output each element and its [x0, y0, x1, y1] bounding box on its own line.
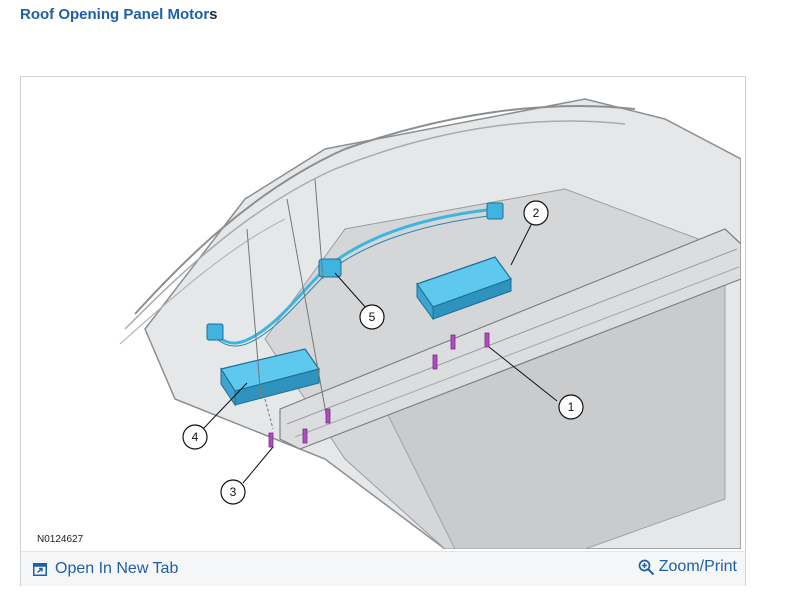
open-in-new-tab-icon [33, 562, 47, 576]
callout-5-label: 5 [369, 310, 376, 324]
page-title-tail: s [209, 6, 218, 23]
zoom-in-icon [638, 559, 654, 575]
page-title: Roof Opening Panel Motors [20, 6, 218, 23]
roof-opening-panel-illustration[interactable]: 1 2 3 4 5 N0124627 [25, 79, 741, 549]
page-title-main: Roof Opening Panel Motor [20, 6, 210, 23]
figure-container: 1 2 3 4 5 N0124627 [20, 76, 746, 586]
callout-5: 5 [359, 304, 385, 330]
callout-1: 1 [558, 394, 584, 420]
open-in-new-tab-link[interactable]: Open In New Tab [33, 560, 178, 578]
callout-4-label: 4 [192, 430, 199, 444]
callout-3-label: 3 [230, 485, 237, 499]
callout-4: 4 [182, 424, 208, 450]
zoom-print-link[interactable]: Zoom/Print [638, 558, 737, 576]
figure-id-label: N0124627 [37, 534, 84, 545]
zoom-print-label: Zoom/Print [658, 558, 737, 575]
callout-2: 2 [523, 200, 549, 226]
roof-panel-diagram: 1 2 3 4 5 [119, 98, 741, 549]
callout-3: 3 [220, 479, 246, 505]
figure-toolbar: Open In New Tab Zoom/Print [21, 551, 745, 586]
callout-1-label: 1 [568, 400, 575, 414]
open-in-new-tab-label: Open In New Tab [55, 560, 179, 577]
callout-2-label: 2 [533, 206, 540, 220]
